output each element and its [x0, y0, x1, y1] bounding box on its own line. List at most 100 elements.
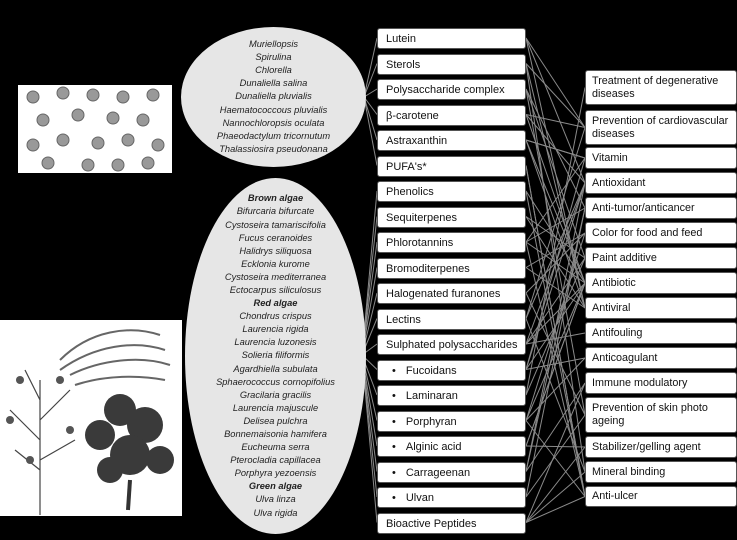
connector-line [525, 114, 586, 284]
species-name: Thalassiosira pseudonana [219, 143, 328, 154]
connector-line [525, 139, 586, 284]
connector-line [525, 414, 586, 498]
microalgae-cell [56, 86, 70, 100]
species-name: Haematococcous pluvialis [219, 104, 328, 115]
species-name: Pterocladia capillacea [230, 455, 321, 466]
species-name: Sphaerococcus cornopifolius [216, 376, 335, 387]
application-box: Antiviral [585, 297, 737, 319]
connector-line [525, 382, 586, 523]
compound-box: Carrageenan [377, 461, 526, 483]
connector-line [525, 182, 586, 370]
group-heading: Green algae [248, 481, 303, 492]
connector-line [525, 87, 586, 396]
connector-line [525, 357, 586, 421]
connector-line [363, 37, 378, 98]
microalgae-cell [121, 133, 135, 147]
species-name: Cystoseira mediterranea [224, 271, 327, 282]
connector-line [525, 496, 586, 523]
application-box: Anticoagulant [585, 347, 737, 369]
microalgae-cell [91, 136, 105, 150]
compound-box: Halogenated furanones [377, 283, 526, 304]
microalgae-image [18, 85, 172, 173]
microalgae-cell [111, 158, 125, 172]
connector-line [525, 165, 586, 497]
species-name: Agardhiella subulata [233, 363, 318, 374]
microalgae-cell [71, 108, 85, 122]
connector-line [363, 96, 378, 115]
species-name: Phaeodactylum tricornutum [216, 130, 331, 141]
application-box: Mineral binding [585, 461, 737, 483]
microalgae-cell [26, 90, 40, 104]
species-name: Bifurcaria bifurcate [236, 206, 315, 217]
connector-line [525, 207, 586, 498]
microalgae-cell [106, 111, 120, 125]
compound-box: Porphyran [377, 410, 526, 432]
compound-box: PUFA's* [377, 155, 526, 177]
compound-box: Polysaccharide complex [377, 79, 526, 100]
application-box: Stabilizer/gelling agent [585, 436, 737, 458]
connector-line [525, 267, 586, 309]
connector-line [525, 182, 586, 472]
application-box: Paint additive [585, 247, 737, 269]
connector-line [363, 63, 378, 98]
microalgae-cell [136, 113, 150, 127]
connector-line [525, 257, 586, 345]
connector-line [525, 471, 586, 523]
species-name: Cystoseira tamariscifolia [225, 219, 326, 230]
compound-box: Lutein [377, 28, 526, 49]
application-box: Immune modulatory [585, 372, 737, 394]
application-box: Treatment of degenerative diseases [585, 70, 737, 105]
application-box: Anti-tumor/anticancer [585, 197, 737, 219]
species-name: Dunaliella pluvialis [235, 91, 312, 102]
connector-line [525, 445, 586, 448]
microalgae-cell [116, 90, 130, 104]
species-name: Dunaliella salina [239, 78, 308, 89]
compound-box: Sulphated polysaccharides [377, 334, 526, 355]
species-name: Ulva rigida [253, 507, 298, 518]
connector-line [525, 382, 586, 472]
application-box: Antioxidant [585, 172, 737, 194]
connector-line [525, 420, 586, 497]
species-name: Ectocarpus siliculosus [229, 284, 322, 295]
compound-box: β-carotene [377, 104, 526, 126]
species-name: Eucheuma serra [241, 442, 310, 453]
species-name: Chondrus crispus [239, 311, 312, 322]
compound-box: Sequiterpenes [377, 206, 526, 228]
microalgae-cell [41, 156, 55, 170]
compound-box: Astraxanthin [377, 130, 526, 151]
microalgae-cell [36, 113, 50, 127]
connector-line [525, 207, 586, 472]
compound-box: Lectins [377, 308, 526, 330]
species-name: Spirulina [255, 52, 292, 63]
connector-line [525, 182, 586, 319]
connector-line [525, 241, 586, 497]
compound-box: Bromoditerpenes [377, 257, 526, 279]
connector-line [525, 446, 586, 523]
application-box: Antibiotic [585, 272, 737, 294]
microalgae-cell [26, 138, 40, 152]
group-heading: Red algae [253, 298, 298, 309]
microalgae-cell [146, 88, 160, 102]
connector-line [525, 114, 586, 128]
compound-box: Bioactive Peptides [377, 512, 526, 534]
compound-box: Phenolics [377, 181, 526, 202]
species-name: Ecklonia kurome [241, 258, 310, 269]
application-box: Vitamin [585, 147, 737, 169]
species-name: Delisea pulchra [243, 415, 308, 426]
connector-line [525, 282, 586, 447]
macroalgae-image [0, 320, 182, 516]
species-name: Laurencia rigida [242, 324, 309, 335]
connector-line [525, 127, 586, 319]
species-name: Laurencia luzonesis [234, 337, 317, 348]
application-box: Color for food and feed [585, 222, 737, 244]
application-box: Prevention of skin photo ageing [585, 397, 737, 433]
species-name: Laurencia majuscule [232, 402, 319, 413]
compound-box: Sterols [377, 53, 526, 75]
connector-line [525, 157, 586, 370]
compound-box: Alginic acid [377, 436, 526, 457]
compound-box: Phlorotannins [377, 232, 526, 253]
connector-line [363, 88, 378, 98]
species-name: Nannochloropsis oculata [222, 117, 325, 128]
